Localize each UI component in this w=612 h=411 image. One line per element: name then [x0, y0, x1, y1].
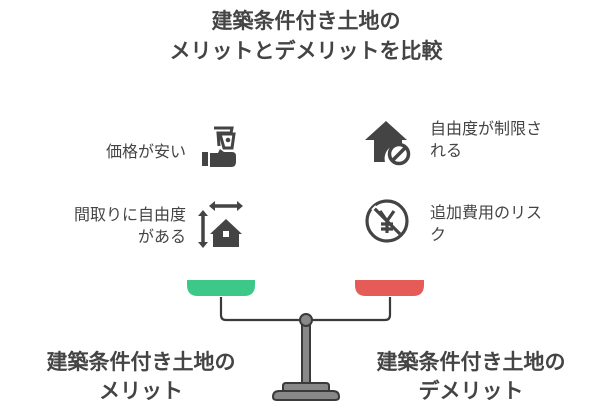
merit-item-text-line-2: がある — [137, 227, 186, 246]
demerit-item-text-line-2: ク — [430, 225, 447, 244]
merit-item-floorplan-freedom: 間取りに自由度 がある — [6, 204, 186, 248]
demerit-item-text-line-1: 追加費用のリス — [430, 203, 543, 222]
hand-holding-money-icon — [198, 122, 248, 172]
demerit-item-restricted-freedom: 自由度が制限さ れる — [430, 118, 590, 162]
demerit-item-text-line-1: 自由度が制限さ — [430, 119, 543, 138]
scale-pillar — [301, 323, 311, 385]
merit-label-line-1: 建築条件付き土地の — [46, 350, 236, 374]
title-line-1: 建築条件付き土地の — [211, 9, 401, 33]
merit-pan — [187, 280, 255, 296]
demerit-label-line-1: 建築条件付き土地の — [376, 350, 566, 374]
merit-label: 建築条件付き土地の メリット — [16, 348, 266, 406]
scale-pivot — [299, 313, 313, 327]
merit-item-text-line-1: 間取りに自由度 — [73, 205, 186, 224]
demerit-item-text-line-2: れる — [430, 141, 463, 160]
title-line-2: メリットとデメリットを比較 — [169, 39, 443, 63]
scale-base — [271, 390, 341, 401]
diagram-title: 建築条件付き土地の メリットとデメリットを比較 — [0, 6, 612, 66]
merit-label-line-2: メリット — [99, 379, 183, 403]
merit-item-text: 価格が安い — [105, 142, 186, 161]
demerit-label: 建築条件付き土地の デメリット — [346, 348, 596, 406]
house-prohibited-icon — [362, 116, 412, 166]
demerit-label-line-2: デメリット — [418, 379, 524, 403]
house-dimensions-icon — [196, 198, 246, 248]
demerit-pan — [355, 280, 424, 296]
yen-crossed-icon — [362, 196, 412, 246]
demerit-item-extra-cost-risk: 追加費用のリス ク — [430, 202, 590, 246]
merit-item-low-price: 価格が安い — [6, 141, 186, 163]
